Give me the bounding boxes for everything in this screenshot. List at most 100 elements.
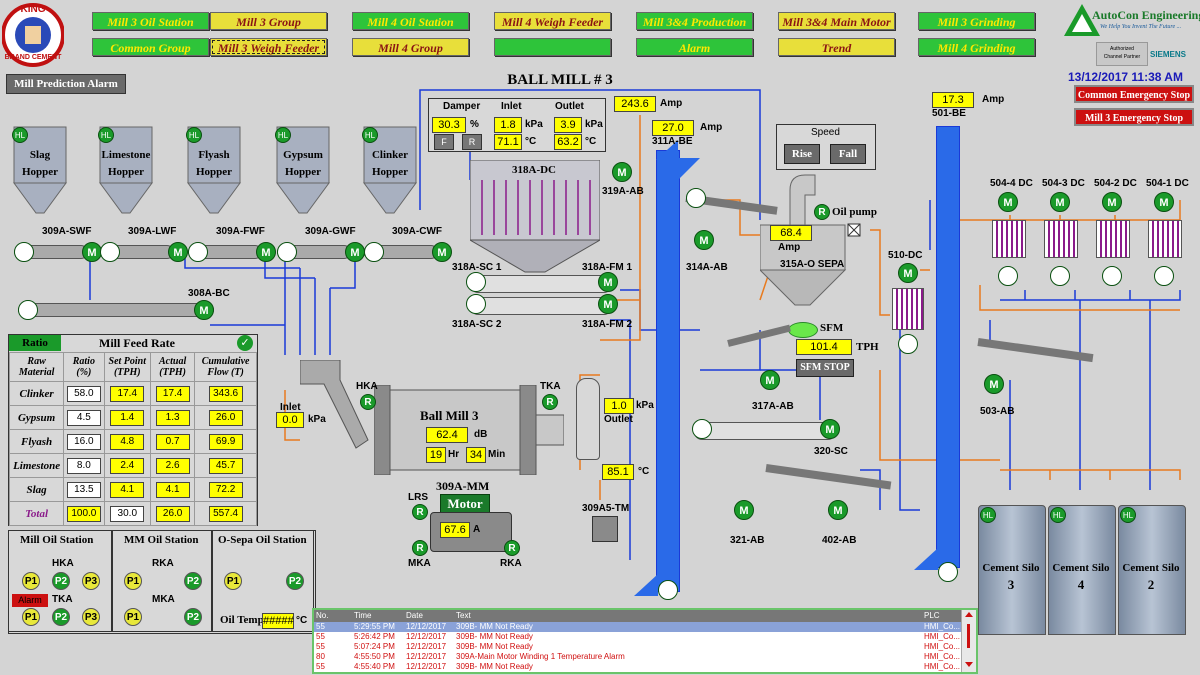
screw-320-motor[interactable]: M <box>820 419 840 439</box>
hopper-2-feeder-roller <box>188 242 208 262</box>
hopper-2-name2: Hopper <box>195 166 233 178</box>
nav-14[interactable]: Mill 4 Grinding <box>918 38 1035 56</box>
dc-fan-tag: 319A-AB <box>602 186 644 197</box>
feed-table-cell: 30.0 <box>103 501 152 526</box>
lrs-indicator[interactable]: R <box>412 504 428 520</box>
mill-oil-p3-bottom[interactable]: P3 <box>82 608 100 626</box>
osepa-oil-p2[interactable]: P2 <box>286 572 304 590</box>
sfm-fan-motor[interactable]: M <box>760 370 780 390</box>
damper-value: 30.3 <box>432 117 466 133</box>
dc-510-motor[interactable]: M <box>898 263 918 283</box>
mill-oil-p1-top[interactable]: P1 <box>22 572 40 590</box>
oil-pump-indicator[interactable]: R <box>814 204 830 220</box>
ratio-tab[interactable]: Ratio <box>9 335 61 351</box>
actual-value: 2.6 <box>155 457 190 474</box>
alarm-log-scrollbar[interactable] <box>961 610 976 672</box>
feed-table-cell: 26.0 <box>194 405 257 430</box>
rka-indicator[interactable]: R <box>504 540 520 556</box>
scroll-up-icon[interactable] <box>965 612 973 617</box>
nav-12[interactable]: Alarm <box>636 38 753 56</box>
elevator-501-tag: 501-BE <box>932 108 966 119</box>
screw-2-roller <box>466 294 486 314</box>
dc-510-filter <box>892 288 924 330</box>
nav-13[interactable]: Trend <box>778 38 895 56</box>
oil-alarm-badge[interactable]: Alarm <box>12 594 48 607</box>
nav-6[interactable]: Mill 3&4 Main Motor <box>778 12 895 30</box>
nav-9[interactable]: Mill 3 Weigh Feeder <box>210 38 327 56</box>
ratio-input[interactable]: 8.0 <box>66 457 101 474</box>
mill-oil-p3-top[interactable]: P3 <box>82 572 100 590</box>
mka-indicator[interactable]: R <box>412 540 428 556</box>
feed-ok-icon: ✓ <box>237 335 253 351</box>
ab-321-motor[interactable]: M <box>734 500 754 520</box>
hopper-0-name2: Hopper <box>21 166 59 178</box>
ratio-input[interactable]: 58.0 <box>66 385 101 402</box>
mill3-estop-button[interactable]: Mill 3 Emergency Stop <box>1074 108 1194 126</box>
nav-11[interactable] <box>494 38 611 56</box>
nav-1[interactable]: Mill 3 Oil Station <box>92 12 209 30</box>
sepa-fan-motor[interactable]: M <box>694 230 714 250</box>
hopper-4-feeder-motor[interactable]: M <box>432 242 452 262</box>
mm-oil-p1-bottom[interactable]: P1 <box>124 608 142 626</box>
nav-10[interactable]: Mill 4 Group <box>352 38 469 56</box>
screw-fm1-tag: 318A-FM 1 <box>582 262 633 273</box>
ab-503-motor[interactable]: M <box>984 374 1004 394</box>
dc-fan-motor[interactable]: M <box>612 162 632 182</box>
common-estop-button[interactable]: Common Emergency Stop <box>1074 85 1194 103</box>
damper-reverse-button[interactable]: R <box>462 134 482 150</box>
nav-5[interactable]: Mill 3&4 Production <box>636 12 753 30</box>
mm-oil-p2-bottom[interactable]: P2 <box>184 608 202 626</box>
ab-402-motor[interactable]: M <box>828 500 848 520</box>
hopper-3-feeder-motor[interactable]: M <box>345 242 365 262</box>
scroll-down-icon[interactable] <box>965 662 973 667</box>
sfm-stop-button[interactable]: SFM STOP <box>796 359 854 377</box>
dc-504-0-motor[interactable]: M <box>998 192 1018 212</box>
mka-label: MKA <box>408 558 431 569</box>
nav-7[interactable]: Mill 3 Grinding <box>918 12 1035 30</box>
osepa-oil-p1[interactable]: P1 <box>224 572 242 590</box>
main-motor-button[interactable]: Motor <box>440 494 490 514</box>
hopper-2-feeder-motor[interactable]: M <box>256 242 276 262</box>
hopper-2-feeder-tag: 309A-FWF <box>216 226 265 237</box>
dc-504-1-motor[interactable]: M <box>1050 192 1070 212</box>
dc-504-3-motor[interactable]: M <box>1154 192 1174 212</box>
nav-3[interactable]: Mill 4 Oil Station <box>352 12 469 30</box>
alarm-header-cell: Date <box>406 611 423 620</box>
screw-2-motor[interactable]: M <box>598 294 618 314</box>
nav-8[interactable]: Common Group <box>92 38 209 56</box>
nav-4[interactable]: Mill 4 Weigh Feeder <box>494 12 611 30</box>
ratio-input[interactable]: 4.5 <box>66 409 101 426</box>
hka-indicator[interactable]: R <box>360 394 376 410</box>
mill-oil-p2-bottom[interactable]: P2 <box>52 608 70 626</box>
mill-min-value: 34 <box>466 447 486 463</box>
mill-oil-p2-top[interactable]: P2 <box>52 572 70 590</box>
damper-forward-button[interactable]: F <box>434 134 454 150</box>
alarm-cell: 4:55:50 PM <box>354 652 395 661</box>
belt-conveyor-motor[interactable]: M <box>194 300 214 320</box>
screw-1-motor[interactable]: M <box>598 272 618 292</box>
mm-oil-p2-top[interactable]: P2 <box>184 572 202 590</box>
scroll-thumb[interactable] <box>967 624 970 648</box>
main-motor-amp-unit: A <box>473 524 481 535</box>
prediction-alarm-button[interactable]: Mill Prediction Alarm <box>6 74 126 94</box>
ratio-input[interactable]: 16.0 <box>66 433 101 450</box>
ratio-input[interactable]: 13.5 <box>66 481 101 498</box>
speed-rise-button[interactable]: Rise <box>784 144 820 164</box>
tka-indicator[interactable]: R <box>542 394 558 410</box>
nav-2[interactable]: Mill 3 Group <box>210 12 327 30</box>
mm-oil-p1-top[interactable]: P1 <box>124 572 142 590</box>
hopper-4-name: Clinker <box>371 149 409 161</box>
hopper-0-feeder-motor[interactable]: M <box>82 242 102 262</box>
dc-504-2-motor[interactable]: M <box>1102 192 1122 212</box>
hopper-1-feeder-motor[interactable]: M <box>168 242 188 262</box>
sfm-value: 101.4 <box>796 339 852 355</box>
mill-oil-p1-bottom[interactable]: P1 <box>22 608 40 626</box>
belt-conveyor-roller <box>18 300 38 320</box>
speed-fall-button[interactable]: Fall <box>830 144 866 164</box>
